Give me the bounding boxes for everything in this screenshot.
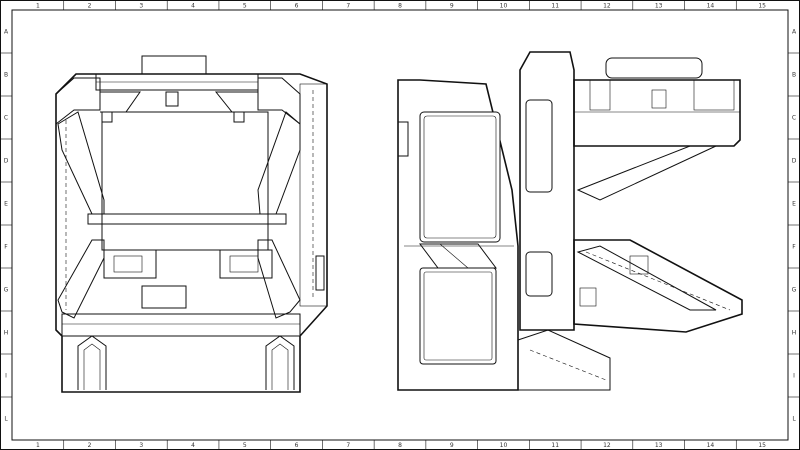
row-label: H — [4, 330, 9, 337]
column-label: 5 — [243, 442, 247, 449]
column-label: 15 — [758, 442, 766, 449]
side-view — [397, 51, 743, 391]
front-sensor-right — [233, 111, 245, 123]
side-right-housing — [519, 51, 575, 331]
side-base-ramp — [517, 329, 611, 391]
column-label: 2 — [88, 3, 92, 10]
row-label: I — [793, 373, 795, 380]
column-label: 13 — [655, 3, 663, 10]
front-brace-lower-left — [57, 239, 105, 319]
side-lower-panel — [419, 267, 497, 365]
column-label: 1 — [36, 442, 40, 449]
side-window-lower — [525, 251, 553, 297]
column-label: 12 — [603, 442, 611, 449]
column-label: 1 — [36, 3, 40, 10]
front-top-housing — [141, 55, 207, 75]
front-mid-crossbar — [87, 213, 287, 225]
row-label: D — [4, 158, 9, 165]
row-label: F — [4, 244, 8, 251]
row-label: C — [4, 115, 8, 122]
column-label: 4 — [191, 442, 195, 449]
row-labels-right: A B C D E F G H I L — [788, 29, 800, 423]
column-label: 13 — [655, 442, 663, 449]
column-label: 6 — [295, 3, 299, 10]
column-label: 5 — [243, 3, 247, 10]
side-lower-diagonal — [576, 245, 717, 311]
front-upper-left-bracket — [55, 77, 101, 126]
front-brace-upper-right — [257, 111, 301, 215]
column-label: 4 — [191, 3, 195, 10]
row-labels-left: A B C D E F G H I L — [0, 29, 12, 423]
front-lower-box — [141, 285, 187, 309]
front-sensor-top — [165, 91, 179, 107]
column-label: 3 — [139, 3, 143, 10]
row-label: A — [4, 29, 9, 36]
side-upper-panel — [419, 111, 501, 243]
column-label: 14 — [707, 442, 715, 449]
column-label: 7 — [346, 442, 350, 449]
column-label: 8 — [398, 442, 402, 449]
column-label: 11 — [551, 3, 559, 10]
side-window-upper — [525, 99, 553, 193]
column-label: 2 — [88, 442, 92, 449]
row-label: L — [792, 416, 796, 423]
column-label: 12 — [603, 3, 611, 10]
front-center-panel — [101, 111, 269, 251]
row-label: E — [4, 201, 8, 208]
column-label: 6 — [295, 442, 299, 449]
column-label: 3 — [139, 442, 143, 449]
front-outer-frame — [55, 73, 328, 393]
front-handle — [315, 255, 325, 291]
column-label: 14 — [707, 3, 715, 10]
row-label: H — [792, 330, 797, 337]
side-upper-diagonal — [576, 145, 717, 201]
row-label: F — [792, 244, 796, 251]
column-label: 7 — [346, 3, 350, 10]
side-lower-tray — [573, 239, 743, 333]
front-sensor-left — [101, 111, 113, 123]
front-view — [55, 55, 328, 393]
row-label: B — [4, 72, 8, 79]
front-lower-beam — [61, 313, 301, 337]
front-brace-upper-left — [57, 111, 105, 215]
column-label: 9 — [450, 3, 454, 10]
column-label: 15 — [758, 3, 766, 10]
front-motor-right — [219, 249, 273, 279]
column-label: 9 — [450, 442, 454, 449]
front-brace-lower-right — [257, 239, 301, 319]
side-hinge — [397, 121, 409, 157]
row-label: C — [792, 115, 796, 122]
row-label: G — [792, 287, 797, 294]
side-top-housing — [605, 57, 703, 79]
row-label: G — [4, 287, 9, 294]
row-label: I — [5, 373, 7, 380]
column-label: 8 — [398, 3, 402, 10]
row-label: E — [792, 201, 796, 208]
side-left-body — [397, 79, 519, 391]
column-label: 10 — [500, 3, 508, 10]
front-right-column — [299, 83, 328, 307]
row-label: B — [792, 72, 796, 79]
row-label: A — [792, 29, 797, 36]
column-label: 10 — [500, 442, 508, 449]
row-label: L — [4, 416, 8, 423]
front-upper-right-bracket — [257, 77, 301, 126]
front-motor-left — [103, 249, 157, 279]
column-label: 11 — [551, 442, 559, 449]
row-label: D — [792, 158, 797, 165]
